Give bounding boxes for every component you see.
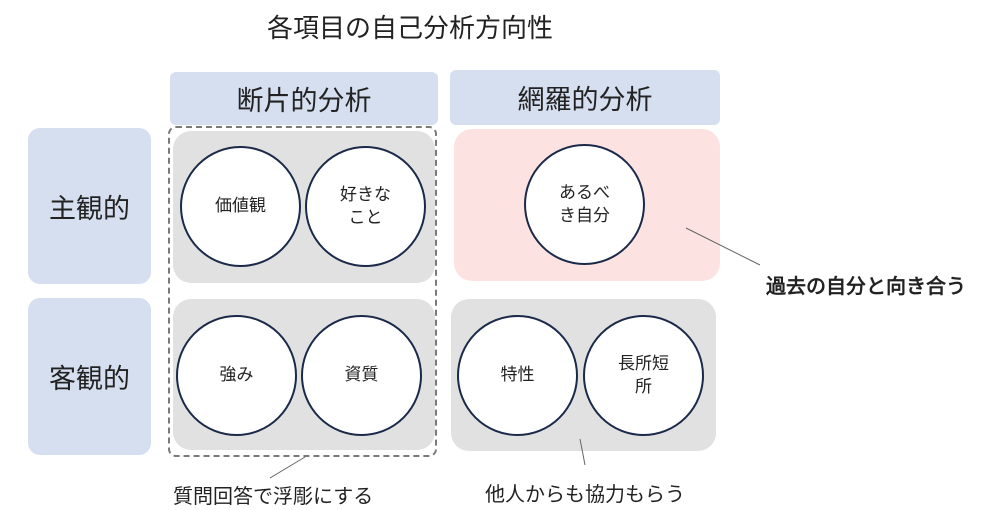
item-likes: 好きな こと [305,146,426,267]
note-qa: 質問回答で浮彫にする [173,484,374,508]
item-pros-cons: 長所短 所 [583,315,704,436]
row-header-objective: 客観的 [28,298,151,455]
column-header-fragmentary: 断片的分析 [170,72,438,125]
diagram-title: 各項目の自己分析方向性 [266,14,553,44]
item-aptitude: 資質 [301,315,422,436]
item-values: 価値観 [180,146,301,267]
connector-qa [269,456,306,479]
row-header-subjective: 主観的 [28,128,151,284]
item-traits: 特性 [457,315,578,436]
connector-past-self [685,227,761,266]
item-ideal-self: あるべ き自分 [524,144,645,265]
connector-others [579,438,586,466]
column-header-comprehensive: 網羅的分析 [450,70,720,125]
item-strengths: 強み [176,315,297,436]
note-others: 他人からも協力もらう [485,482,685,506]
note-past-self: 過去の自分と向き合う [766,274,966,298]
fragmentary-dashed-group [168,126,437,457]
